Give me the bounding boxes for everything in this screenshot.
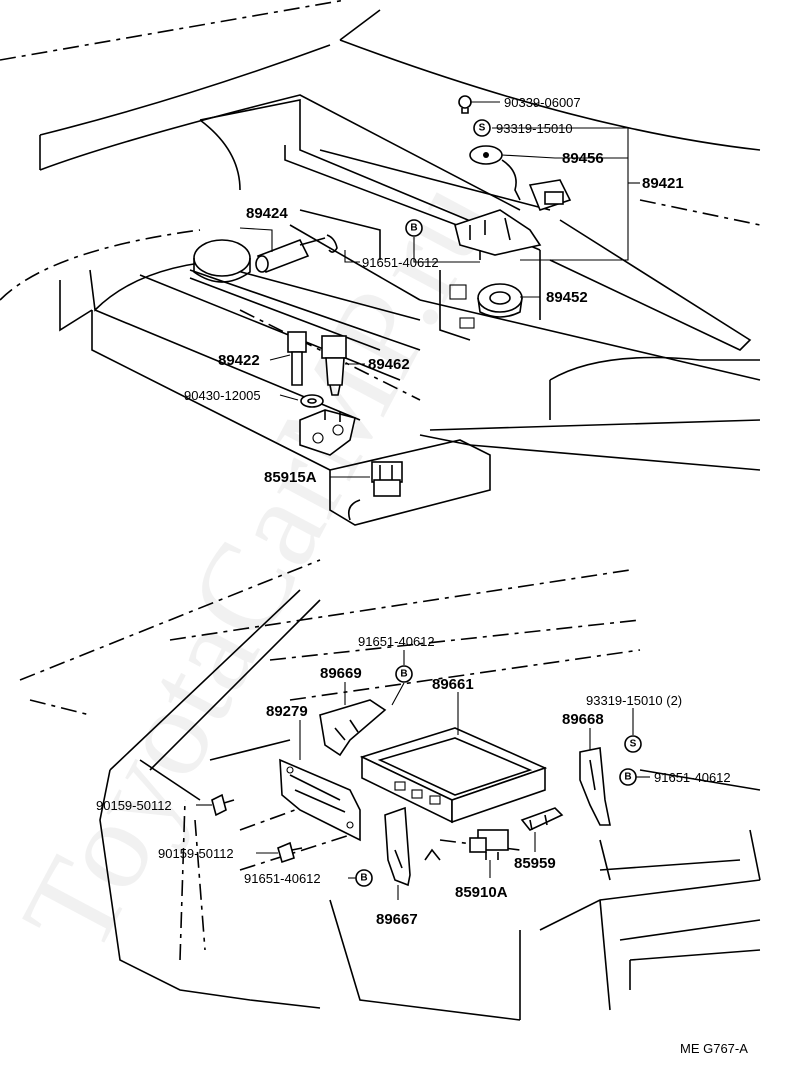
label-89421: 89421 (642, 175, 684, 192)
label-91651-40612-right: 91651-40612 (654, 770, 731, 785)
s-symbol-top: S (473, 119, 491, 137)
top-leader-lines (239, 101, 640, 478)
label-93319-15010: 93319-15010 (496, 121, 573, 136)
svg-text:B: B (400, 669, 407, 680)
label-89422: 89422 (218, 352, 260, 369)
part-89422-sensor (287, 331, 307, 386)
diagram-code: ME G767-A (680, 1041, 748, 1056)
label-85959: 85959 (514, 855, 556, 872)
part-89279-bracket (279, 758, 361, 842)
part-90159-bolt-b (277, 841, 303, 864)
label-89668: 89668 (562, 711, 604, 728)
label-89424: 89424 (246, 205, 288, 222)
part-90159-bolt-a (211, 793, 235, 817)
label-89462: 89462 (368, 356, 410, 373)
part-89669-bracket (319, 699, 387, 757)
label-90159-50112-a: 90159-50112 (96, 798, 172, 813)
label-90339-06007: 90339-06007 (504, 95, 581, 110)
svg-text:B: B (410, 223, 417, 234)
label-93319-15010-x2: 93319-15010 (2) (586, 693, 682, 708)
label-90430-12005: 90430-12005 (184, 388, 261, 403)
s-symbol-bottom: S (624, 735, 642, 753)
label-89279: 89279 (266, 703, 308, 720)
svg-text:B: B (624, 772, 631, 783)
label-89669: 89669 (320, 665, 362, 682)
b-symbol-bottom-top: B (395, 665, 413, 683)
engine-bay-outline (0, 0, 761, 526)
part-85915A-relay (371, 461, 403, 497)
label-91651-40612-bottom-top: 91651-40612 (358, 634, 435, 649)
label-90159-50112-b: 90159-50112 (158, 846, 234, 861)
label-89456: 89456 (562, 150, 604, 167)
part-90430-gasket (300, 394, 324, 408)
svg-text:B: B (360, 873, 367, 884)
svg-text:S: S (630, 739, 637, 750)
part-89452-sensor (477, 283, 523, 318)
label-91651-40612-left: 91651-40612 (244, 871, 321, 886)
label-85910A: 85910A (455, 884, 508, 901)
part-89424-sensor (255, 234, 338, 274)
part-85910A-relay (469, 829, 509, 860)
b-symbol-bottom-left: B (355, 869, 373, 887)
label-91651-40612-top: 91651-40612 (362, 255, 439, 270)
label-85915A: 85915A (264, 469, 317, 486)
part-85959-relay (520, 807, 564, 831)
part-89668-bracket (579, 747, 611, 826)
label-89667: 89667 (376, 911, 418, 928)
label-89452: 89452 (546, 289, 588, 306)
b-symbol-top: B (405, 219, 423, 237)
part-89661-ecu (359, 727, 548, 824)
part-89667-bracket (384, 806, 441, 887)
part-90339-screw (458, 95, 472, 114)
svg-text:S: S (479, 123, 486, 134)
bottom-leader-lines (196, 650, 650, 900)
water-outlet (299, 409, 356, 456)
part-89421-bracket (454, 209, 542, 260)
part-89462-sensor (321, 335, 347, 396)
label-89661: 89661 (432, 676, 474, 693)
part-89456-sensor (469, 145, 572, 211)
b-symbol-bottom-right: B (619, 768, 637, 786)
